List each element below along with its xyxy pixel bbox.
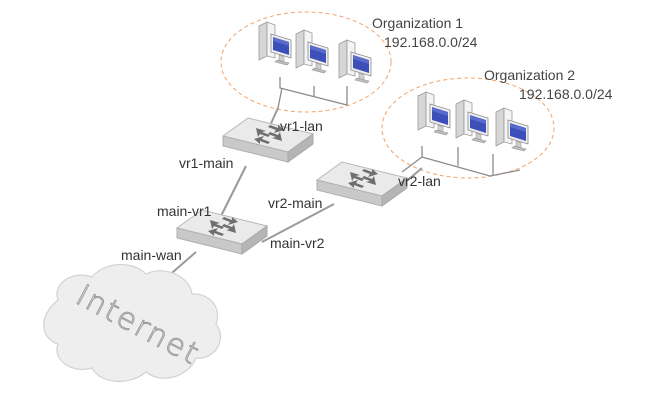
workstation-icon [455,99,489,144]
workstation-icon [417,91,451,136]
interface-label-vr2-lan: vr2-lan [398,173,441,189]
workstation-icon [258,21,292,66]
workstation-icon [495,107,529,152]
router-icon-vr2 [316,161,408,207]
organization-1-lan-wiring [277,77,348,109]
link-vr1-main [217,165,247,223]
organization-2-name: Organization 2 [484,67,575,83]
organization-1-name: Organization 1 [372,15,463,31]
workstation-icon [338,39,372,84]
interface-label-main-vr1: main-vr1 [157,203,212,219]
cloud-icon: Internet [43,263,222,382]
organization-1-boundary [220,11,392,113]
interface-label-main-vr2: main-vr2 [270,235,325,251]
workstation-icon [295,29,329,74]
interface-label-vr1-main: vr1-main [179,155,233,171]
interface-label-main-wan: main-wan [121,247,182,263]
interface-label-vr2-main: vr2-main [268,195,322,211]
link-main-vr2 [261,203,335,243]
organization-1-subnet: 192.168.0.0/24 [384,34,478,50]
organization-2-lan-wiring [401,146,521,177]
organization-2-subnet: 192.168.0.0/24 [519,86,613,102]
organization-2-boundary [381,77,555,179]
interface-label-vr1-lan: vr1-lan [280,118,323,134]
